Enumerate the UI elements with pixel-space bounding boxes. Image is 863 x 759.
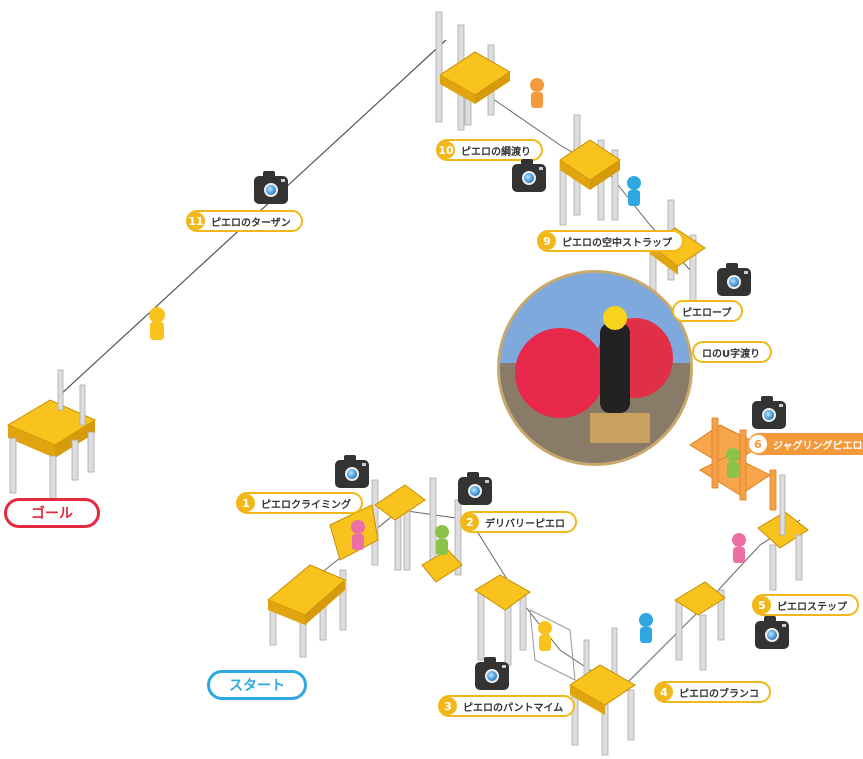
route-cable-lower — [299, 509, 801, 691]
station-name: ピエロープ — [682, 307, 732, 319]
tower-4 — [569, 627, 636, 756]
station-name: ピエロのパントマイム — [463, 702, 564, 714]
station-name: デリバリーピエロ — [485, 518, 565, 530]
tower-5 — [674, 474, 809, 671]
climber-figure — [149, 78, 746, 651]
station-name: ピエロの綱渡り — [461, 146, 531, 158]
station-number: 9 — [538, 232, 556, 250]
start-label: スタート — [207, 670, 307, 700]
station-number: 5 — [753, 596, 771, 614]
camera-icon[interactable] — [458, 472, 492, 505]
tower-10 — [435, 11, 511, 131]
station-number: 11 — [187, 212, 205, 230]
camera-icon[interactable] — [752, 396, 786, 429]
station-photo — [497, 270, 693, 466]
station-name: ピエロの空中ストラップ — [562, 237, 672, 249]
station-badge-7[interactable]: ロのU字渡り — [692, 341, 773, 363]
station-number: 4 — [655, 683, 673, 701]
camera-icon[interactable] — [755, 616, 789, 649]
station-badge-3[interactable]: 3 ピエロのパントマイム — [438, 695, 576, 717]
station-name: ロのU字渡り — [702, 348, 761, 360]
station-badge-11[interactable]: 11 ピエロのターザン — [186, 210, 303, 232]
camera-icon[interactable] — [512, 159, 546, 192]
station-name: ピエロのブランコ — [679, 688, 759, 700]
goal-platform — [6, 369, 97, 507]
station-badge-1[interactable]: 1 ピエロクライミング — [236, 492, 363, 514]
station-badge-5[interactable]: 5 ピエロステップ — [752, 594, 859, 616]
station-number: 3 — [439, 697, 457, 715]
station-number: 6 — [749, 435, 767, 453]
station-badge-10[interactable]: 10 ピエロの綱渡り — [436, 139, 543, 161]
station-badge-4[interactable]: 4 ピエロのブランコ — [654, 681, 771, 703]
station-name: ピエロのターザン — [211, 217, 291, 229]
station-number: 1 — [237, 494, 255, 512]
station-badge-2[interactable]: 2 デリバリーピエロ — [460, 511, 577, 533]
station-badge-9[interactable]: 9 ピエロの空中ストラップ — [537, 230, 684, 252]
station-name: ジャグリングピエロ — [773, 440, 863, 452]
tower-8 — [649, 199, 706, 306]
camera-icon[interactable] — [254, 171, 288, 204]
tower-3 — [474, 574, 576, 681]
photo-illustration — [500, 273, 690, 463]
station-number: 10 — [437, 141, 455, 159]
camera-icon[interactable] — [475, 657, 509, 690]
station-name: ピエロステップ — [777, 601, 847, 613]
station-badge-8[interactable]: ピエロープ — [672, 300, 744, 322]
camera-icon[interactable] — [717, 263, 751, 296]
tower-9 — [559, 114, 621, 226]
start-platform — [267, 564, 347, 658]
goal-label: ゴール — [4, 498, 100, 528]
camera-icon[interactable] — [335, 455, 369, 488]
station-badge-6[interactable]: 6 ジャグリングピエロ — [748, 433, 863, 455]
station-name: ピエロクライミング — [261, 499, 351, 511]
station-number: 2 — [461, 513, 479, 531]
